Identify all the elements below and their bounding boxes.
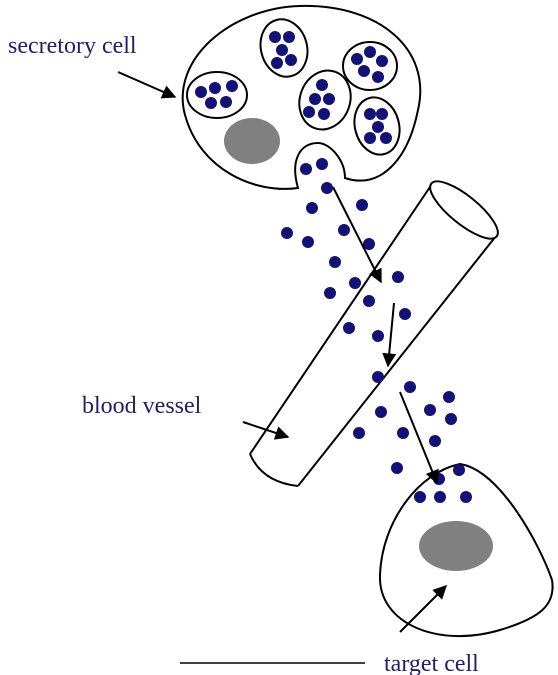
secretory-cell-pointer-arrow [118, 72, 175, 97]
secretory-cell-nucleus [224, 118, 280, 164]
vesicle [187, 72, 247, 118]
target-cell-nucleus [419, 521, 493, 571]
target-cell-label: target cell [384, 652, 479, 675]
blood-vessel [250, 173, 505, 486]
vesicle [343, 42, 397, 90]
blood-vessel-label: blood vessel [82, 394, 201, 418]
secretory-cell-label: secretory cell [8, 34, 137, 58]
